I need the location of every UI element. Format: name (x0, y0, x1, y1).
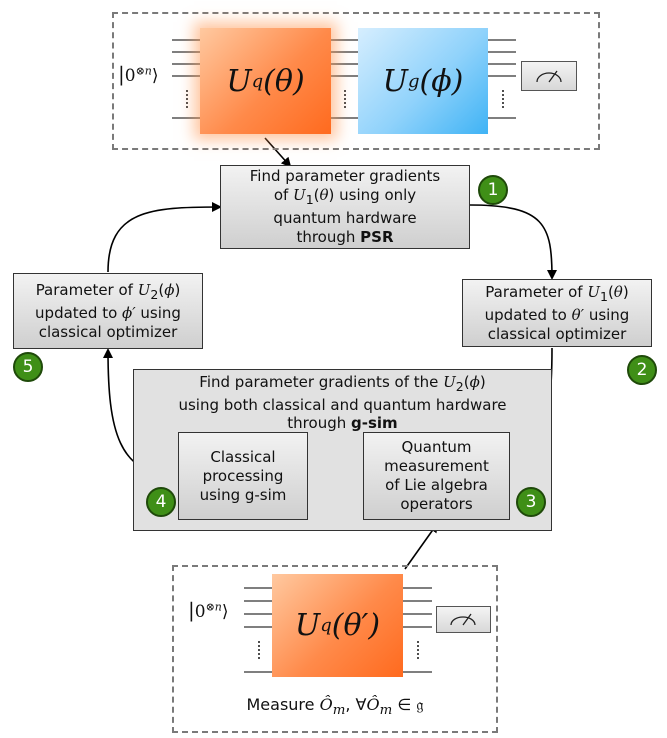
step4-badge: 4 (146, 487, 176, 517)
gsim-line2: using both classical and quantum hardwar… (178, 396, 507, 414)
step3-line2: measurement (384, 457, 489, 475)
measurement-meter-bottom (436, 606, 491, 633)
arrow-top-circuit-to-step1 (264, 137, 292, 168)
bottom-caption: Measure Ôm, ∀Ôm ∈ 𝔤 (246, 695, 424, 719)
step5-line2: updated to ϕ′ using (35, 303, 181, 322)
step5-badge: 5 (13, 352, 43, 382)
step1-line1: Find parameter gradients (249, 167, 441, 185)
top-circuit-ellipsis (186, 90, 504, 108)
step1-line2: of U1(θ) using only (273, 186, 417, 207)
arrow-step1-to-step2 (469, 204, 557, 280)
step4-box: Classical processing using g-sim (178, 432, 308, 520)
step1-box: Find parameter gradients of U1(θ) using … (220, 165, 470, 249)
gsim-line1: Find parameter gradients of the U2(ϕ) (199, 373, 486, 394)
gsim-line3: through g-sim (287, 414, 398, 432)
bottom-circuit-frame (172, 565, 498, 733)
step5-line1: Parameter of U2(ϕ) (35, 280, 181, 302)
step2-line2: updated to θ′ using (484, 305, 630, 324)
top-circuit-wires (172, 39, 516, 119)
step2-box: Parameter of U1(θ) updated to θ′ using c… (462, 279, 652, 347)
arrow-step5-to-step1 (107, 202, 222, 273)
step4-line1: Classical (210, 447, 276, 466)
measurement-meter-top (521, 61, 577, 91)
step1-badge: 1 (478, 175, 508, 205)
gsim-group-title: Find parameter gradients of the U2(ϕ) us… (133, 373, 552, 432)
step2-line3: classical optimizer (487, 324, 627, 343)
bottom-ket-label: |0⊗n⟩ (188, 598, 229, 622)
step5-line3: classical optimizer (38, 322, 178, 341)
step3-badge: 3 (516, 487, 546, 517)
meter-icon (450, 613, 476, 626)
meter-icon (536, 70, 562, 83)
step3-box: Quantum measurement of Lie algebra opera… (363, 432, 510, 520)
step2-badge: 2 (627, 355, 657, 385)
top-ket-label: |0⊗n⟩ (118, 62, 159, 86)
bottom-circuit-ellipsis (258, 641, 419, 660)
step1-line4: through PSR (296, 228, 394, 246)
bottom-circuit-wires (244, 587, 432, 673)
step5-box: Parameter of U2(ϕ) updated to ϕ′ using c… (13, 273, 203, 349)
step3-line3: of Lie algebra (385, 476, 488, 494)
step4-line3: using g-sim (199, 485, 287, 504)
step3-line4: operators (400, 495, 473, 513)
step1-line3: quantum hardware (273, 209, 417, 227)
step3-line1: Quantum (401, 438, 472, 456)
step2-line1: Parameter of U1(θ) (485, 282, 629, 304)
step4-line2: processing (202, 466, 284, 485)
top-circuit-frame (112, 12, 600, 150)
arrow-bottom-circuit-to-step3 (404, 522, 439, 570)
